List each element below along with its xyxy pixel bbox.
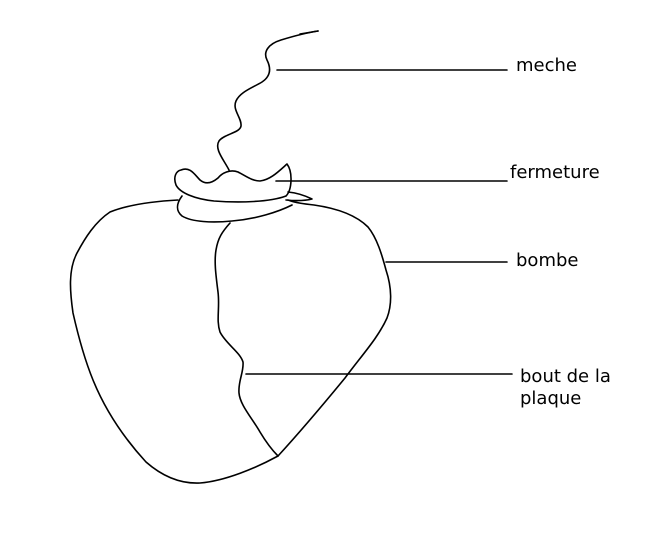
closure xyxy=(174,163,292,203)
bomb-body xyxy=(69,199,392,484)
fuse-tip xyxy=(299,30,319,35)
closure-flap xyxy=(285,191,313,202)
label-bout-line-2: plaque xyxy=(520,388,582,409)
closure-band xyxy=(176,195,293,223)
plate-edge xyxy=(214,222,279,457)
label-bout-line-1: bout de la xyxy=(520,366,611,387)
label-bombe: bombe xyxy=(516,250,579,271)
label-fermeture: fermeture xyxy=(510,162,600,183)
label-meche: meche xyxy=(516,55,577,76)
fuse xyxy=(216,30,319,171)
label-bout-de-la-plaque: bout de la plaque xyxy=(520,366,611,410)
